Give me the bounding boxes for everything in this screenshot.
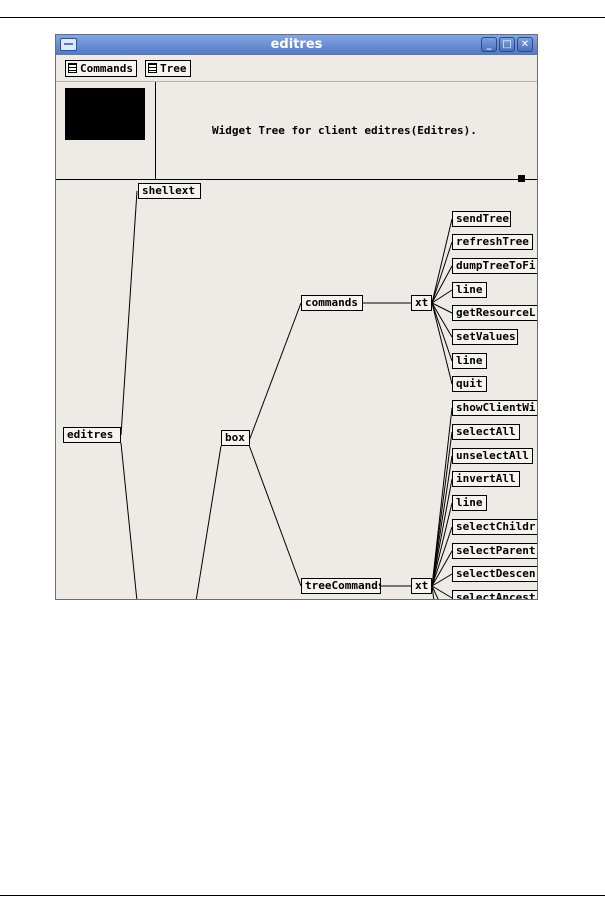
editres-window: editres _ □ ✕ Commands Tree Widget Tree … — [55, 34, 538, 600]
tree-node-selectall[interactable]: selectAll — [452, 424, 520, 440]
tree-node-selectdescendants[interactable]: selectDescen — [452, 566, 537, 582]
tree-node-getresourcelist[interactable]: getResourceL — [452, 305, 537, 321]
tree-node-selectparent[interactable]: selectParent — [452, 543, 537, 559]
tree-node-line[interactable]: line — [452, 282, 487, 298]
tree-node-commands-xt[interactable]: xt — [411, 295, 432, 311]
tree-node-dumptreetofile[interactable]: dumpTreeToFi — [452, 258, 537, 274]
close-icon[interactable]: ✕ — [517, 37, 533, 52]
tree-node-editres[interactable]: editres — [63, 427, 121, 443]
tree-node-showclientwidget[interactable]: showClientWi — [452, 400, 537, 416]
pane-grip-handle[interactable] — [518, 175, 525, 182]
tree-menu-label: Tree — [160, 62, 187, 75]
menu-icon — [68, 63, 77, 73]
tree-node-box[interactable]: box — [221, 430, 250, 446]
menu-icon — [148, 63, 157, 73]
tree-node-line[interactable]: line — [452, 353, 487, 369]
info-pane: Widget Tree for client editres(Editres). — [56, 82, 537, 179]
tree-node-invertall[interactable]: invertAll — [452, 471, 520, 487]
tree-node-selectancestors[interactable]: selectAncest — [452, 590, 537, 599]
page-bottom-rule — [0, 895, 605, 896]
tree-node-sendtree[interactable]: sendTree — [452, 211, 511, 227]
widget-tree-area: shellext editres box commands xt treeCom… — [56, 181, 537, 599]
tree-node-line[interactable]: line — [452, 495, 487, 511]
tree-node-treecommands-xt[interactable]: xt — [411, 578, 432, 594]
tree-node-unselectall[interactable]: unselectAll — [452, 448, 533, 464]
tree-menu-button[interactable]: Tree — [145, 60, 191, 77]
tree-node-setvalues[interactable]: setValues — [452, 329, 518, 345]
window-title: editres — [270, 37, 323, 52]
tree-node-quit[interactable]: quit — [452, 376, 487, 392]
minimize-icon[interactable]: _ — [481, 37, 497, 52]
tree-node-shellext[interactable]: shellext — [138, 183, 201, 199]
page-top-rule — [0, 17, 605, 18]
pane-separator — [155, 82, 156, 179]
title-bar[interactable]: editres _ □ ✕ — [56, 35, 537, 55]
tree-node-refreshtree[interactable]: refreshTree — [452, 234, 533, 250]
panner-porthole[interactable] — [65, 88, 145, 140]
maximize-icon[interactable]: □ — [499, 37, 515, 52]
commands-menu-button[interactable]: Commands — [65, 60, 137, 77]
tree-connector-lines — [120, 190, 453, 599]
menu-bar: Commands Tree — [56, 55, 537, 82]
commands-menu-label: Commands — [80, 62, 133, 75]
tree-node-selectchildren[interactable]: selectChildr — [452, 519, 537, 535]
tree-node-treecommands[interactable]: treeCommands — [301, 578, 381, 594]
tree-node-commands[interactable]: commands — [301, 295, 363, 311]
window-menu-icon[interactable] — [60, 38, 77, 51]
pane-divider — [56, 179, 537, 180]
info-message: Widget Tree for client editres(Editres). — [212, 124, 477, 137]
